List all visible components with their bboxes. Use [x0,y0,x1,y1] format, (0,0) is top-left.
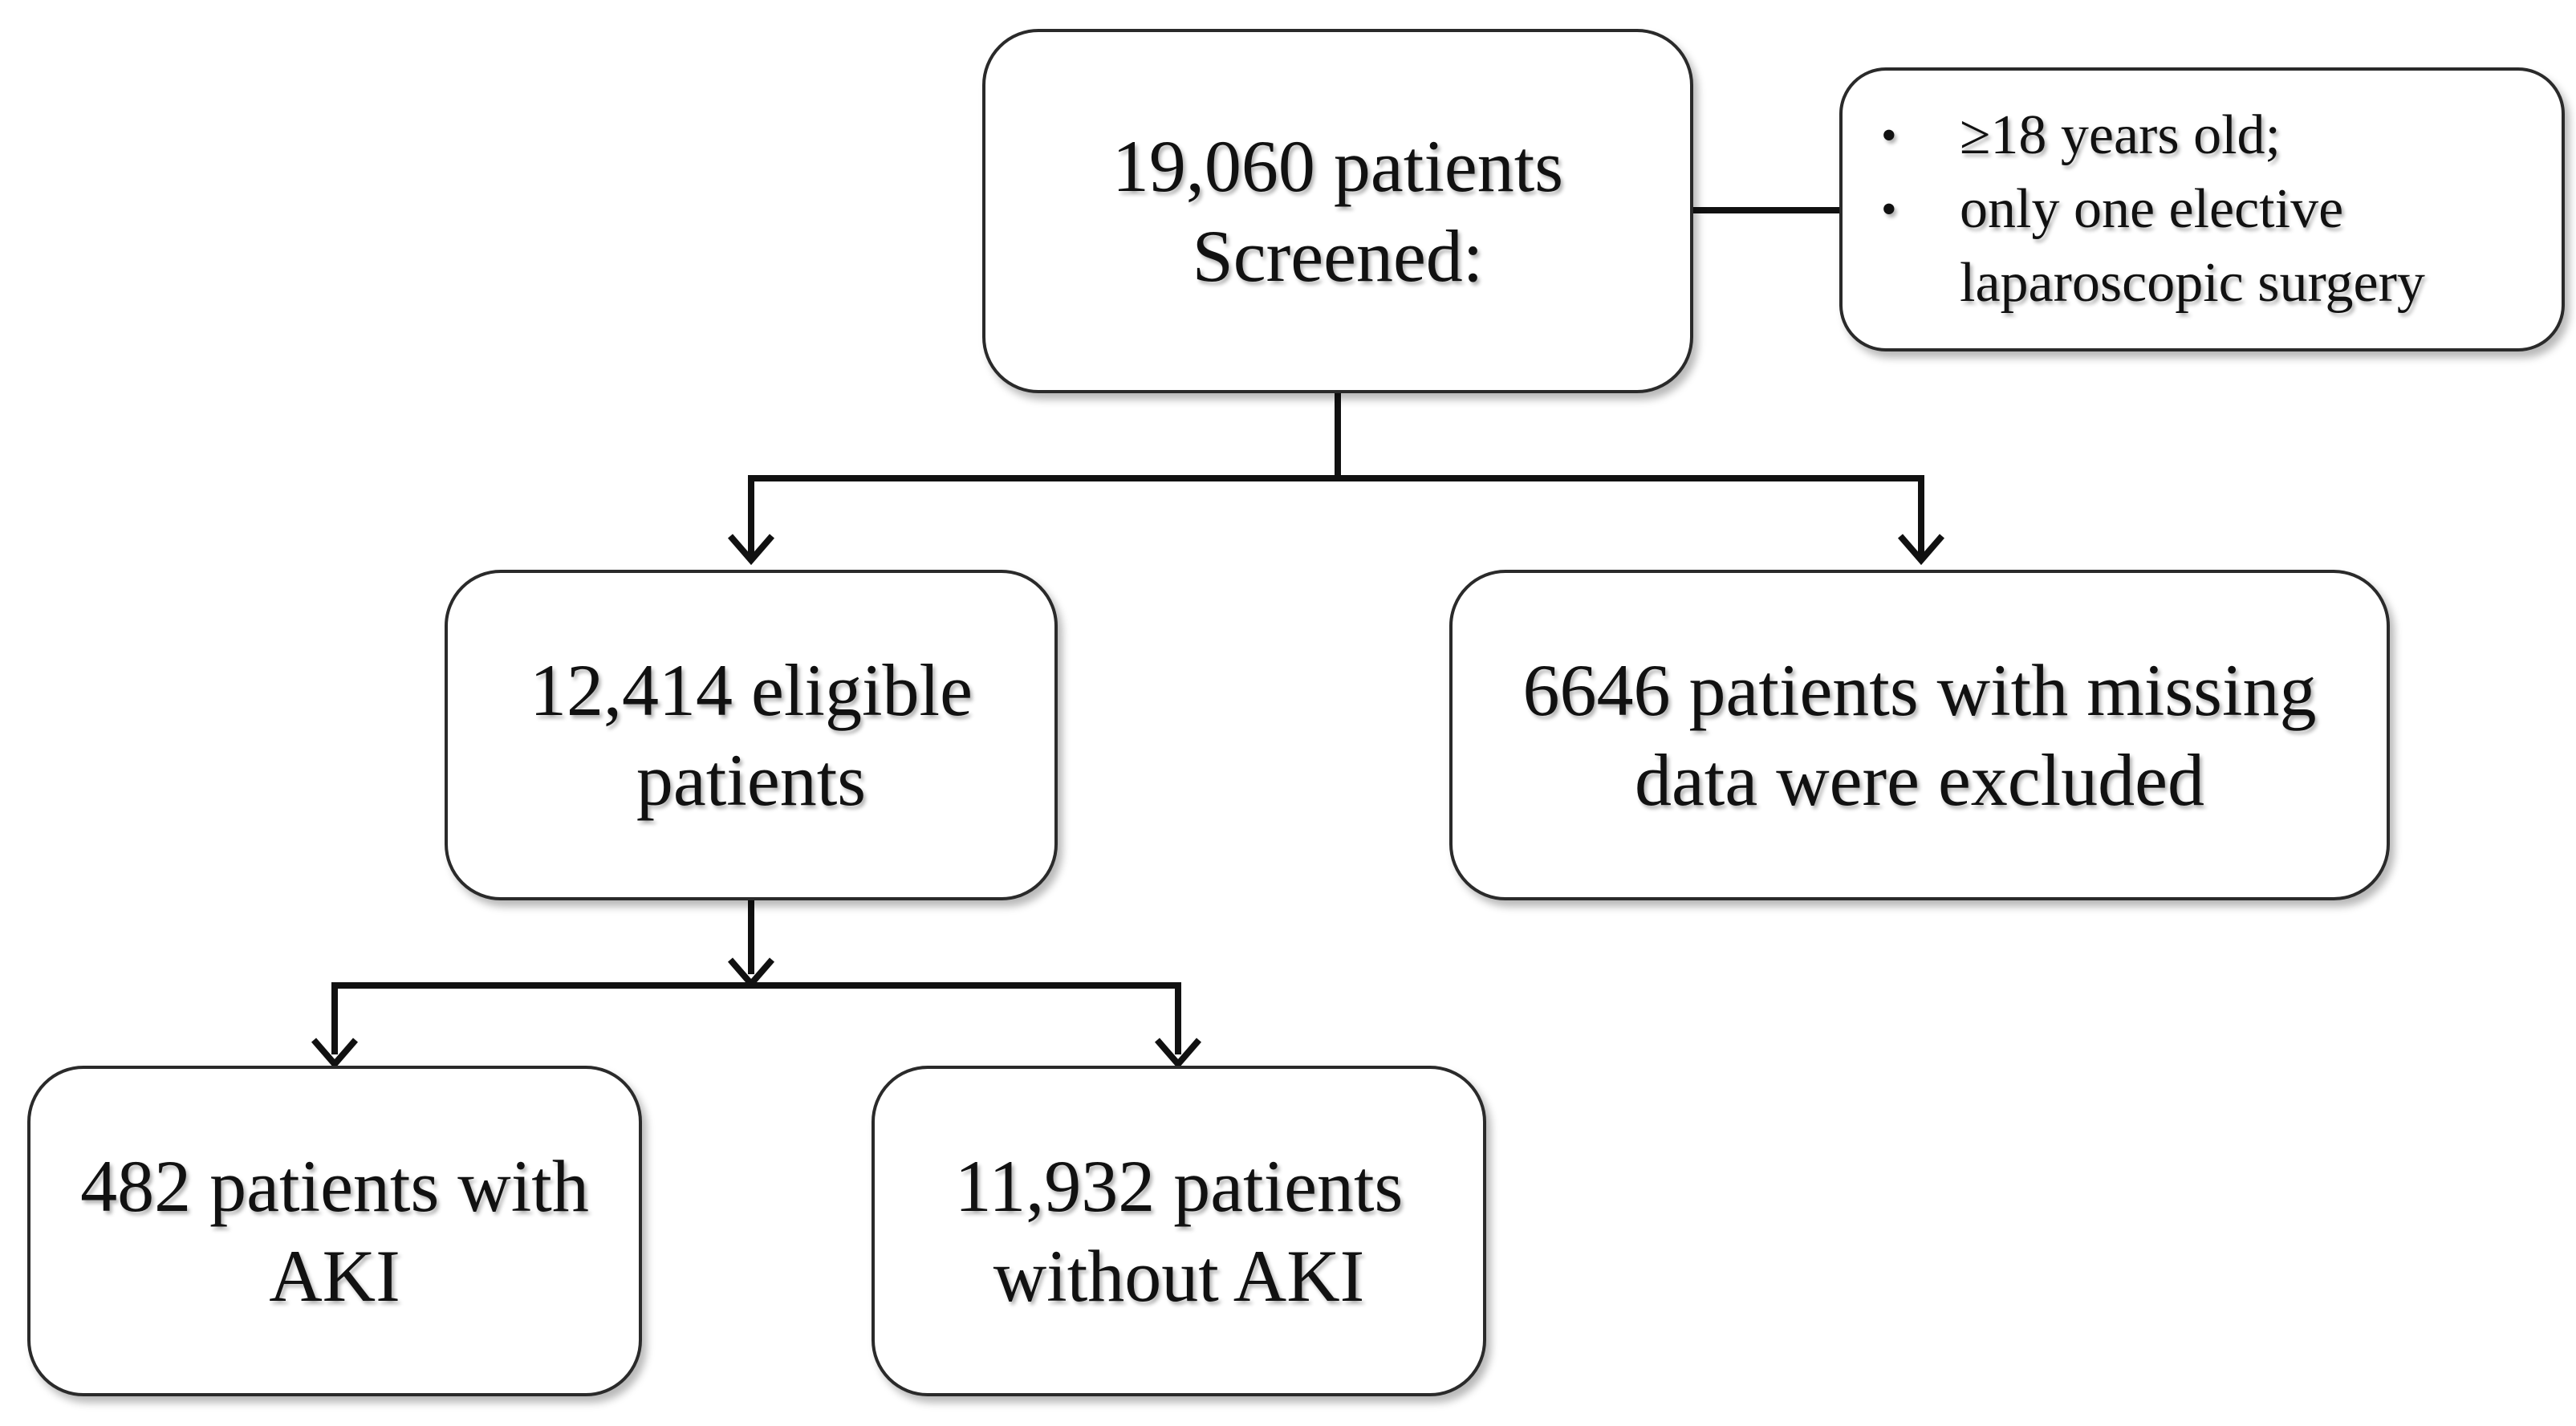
criteria-surgery-continued: laparoscopic surgery [1960,252,2425,314]
criteria-item: • ≥18 years old; [1881,99,2425,173]
inclusion-criteria-box: • ≥18 years old; • only one elective lap… [1839,67,2565,351]
arrowhead-excluded-icon [1897,534,1945,566]
bullet-icon: • [1881,185,1897,234]
arrowhead-eligible-icon [727,534,775,566]
screened-label: Screened: [1192,215,1484,297]
criteria-item: • only one elective [1881,173,2425,246]
screened-count: 19,060 patients [1111,125,1564,207]
arrowhead-aki-icon [311,1038,359,1070]
eligible-count: 12,414 eligible [530,649,973,731]
excluded-count: 6646 patients with missing [1522,649,2317,731]
criteria-item-continued: laparoscopic surgery [1881,246,2425,320]
no-aki-label: without AKI [993,1235,1365,1317]
no-aki-count: 11,932 patients [954,1145,1404,1227]
excluded-text: 6646 patients with missing data were exc… [1523,645,2317,825]
arrowhead-split-icon [727,957,775,989]
criteria-list: • ≥18 years old; • only one elective lap… [1843,99,2425,320]
no-aki-text: 11,932 patients without AKI [955,1141,1404,1321]
aki-label: AKI [269,1235,400,1317]
screened-box: 19,060 patients Screened: [982,29,1693,393]
eligible-label: patients [636,739,867,821]
aki-count: 482 patients with [80,1145,589,1227]
bullet-icon: • [1881,111,1897,160]
excluded-label: data were excluded [1634,739,2205,821]
aki-text: 482 patients with AKI [80,1141,589,1321]
no-aki-box: 11,932 patients without AKI [872,1066,1486,1396]
excluded-box: 6646 patients with missing data were exc… [1449,570,2390,900]
screened-text: 19,060 patients Screened: [1112,121,1563,301]
arrowhead-no-aki-icon [1154,1038,1202,1070]
eligible-box: 12,414 eligible patients [445,570,1058,900]
criteria-surgery: only one elective [1960,178,2344,240]
criteria-age: ≥18 years old; [1960,104,2281,166]
aki-box: 482 patients with AKI [27,1066,642,1396]
eligible-text: 12,414 eligible patients [530,645,973,825]
